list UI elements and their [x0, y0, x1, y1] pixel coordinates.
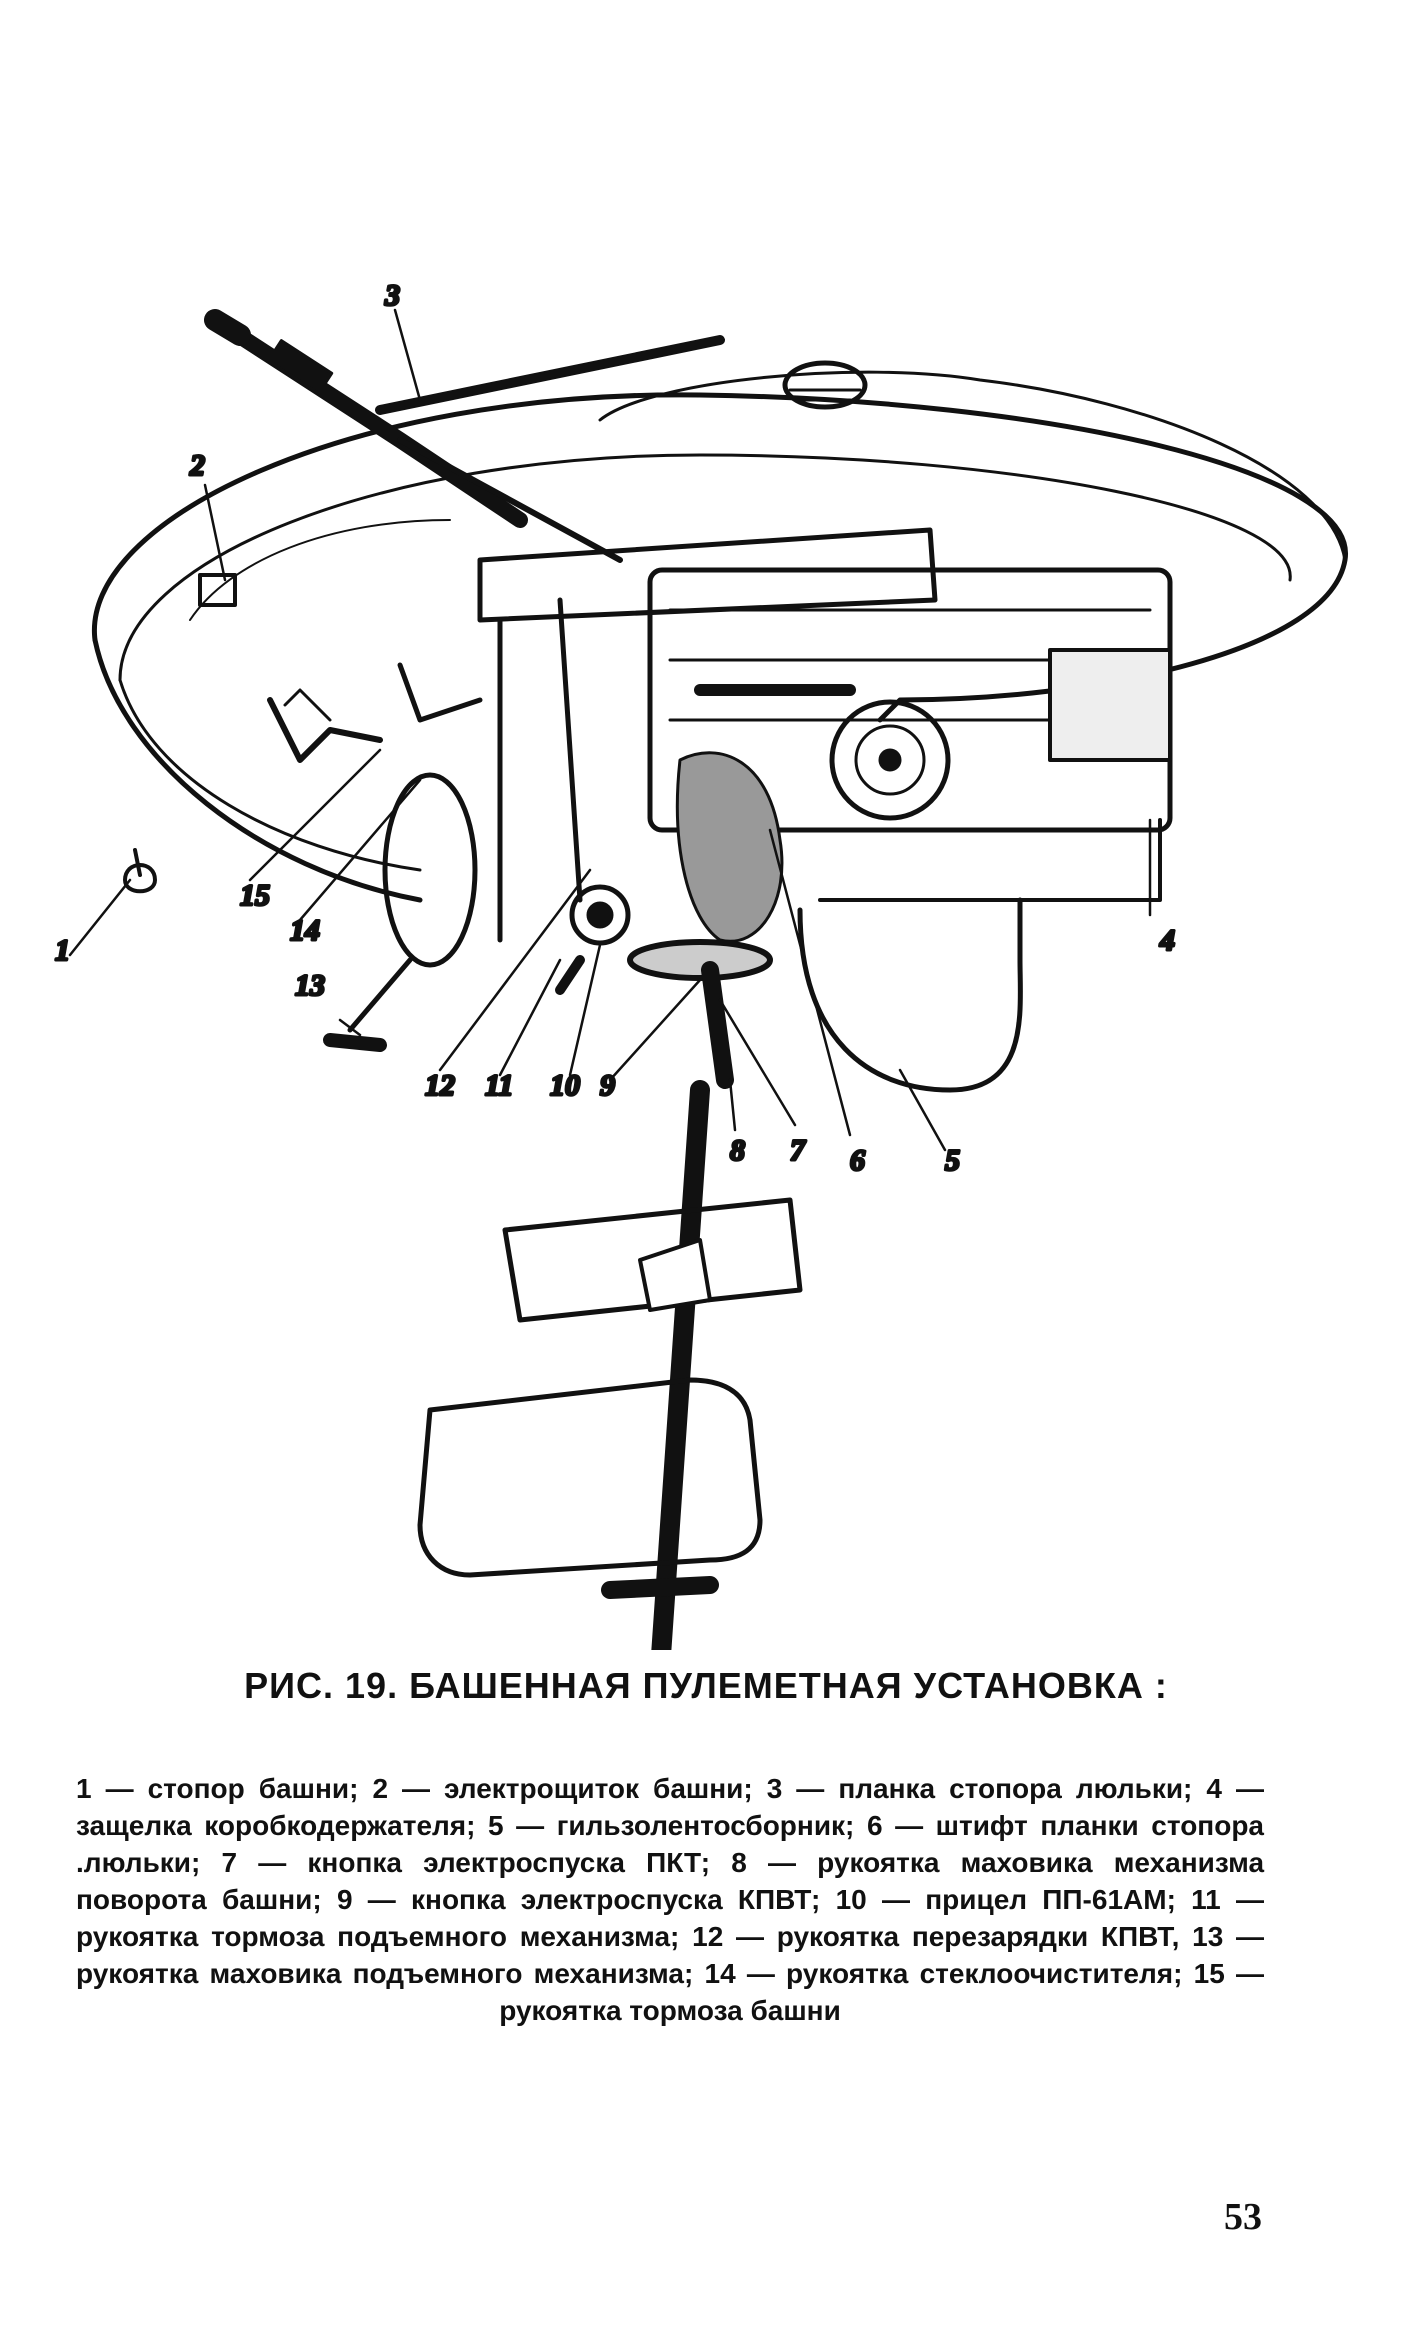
turret-lock	[123, 848, 157, 894]
gun-receiver	[477, 527, 1173, 943]
electric-panel	[198, 573, 237, 607]
traverse-handle	[701, 961, 734, 1089]
legend-item: 2 — электрощиток башни;	[372, 1773, 753, 1804]
casing-collector	[797, 897, 1023, 1093]
label-2: 2	[189, 449, 205, 482]
legend-item: 11 — рукоятка тормоза подъемного механиз…	[76, 1884, 1265, 1952]
turret-mg-illustration: 1 2 3 4 5 6 7 8 9 10 11 12 13 14 15	[54, 278, 1348, 1650]
vision-block	[782, 360, 868, 410]
figure-legend: 1 — стопор башни; 2 — электрощиток башни…	[76, 1770, 1264, 2029]
leader-lines	[68, 308, 1152, 1152]
wiper-handle	[397, 662, 483, 723]
label-4: 4	[1159, 924, 1175, 957]
legend-item: 10 — прицел ПП-61АМ;	[835, 1884, 1176, 1915]
legend-item: 13 — рукоятка маховика подъемного механи…	[76, 1921, 1265, 1989]
legend-item: 8 — рукоятка маховика механизма поворота…	[76, 1847, 1265, 1915]
elevation-handle	[323, 1033, 387, 1052]
label-9: 9	[600, 1069, 615, 1102]
legend-item: 14 — рукоятка стеклоочистителя;	[704, 1958, 1183, 1989]
label-15: 15	[240, 879, 270, 912]
label-5: 5	[945, 1144, 960, 1177]
label-3: 3	[384, 279, 400, 312]
legend-item: 9 — кнопка электроспуска КПВТ;	[336, 1884, 821, 1915]
cradle-stop-bar	[375, 335, 725, 415]
mantlet	[675, 751, 784, 943]
label-13: 13	[295, 969, 325, 1002]
label-8: 8	[730, 1134, 745, 1167]
legend-item: 15 — рукоятка тормоза башни	[499, 1958, 1265, 2026]
label-10: 10	[550, 1069, 580, 1102]
turret-brake-handle	[267, 697, 383, 763]
legend-item: 5 — гильзолентосборник;	[488, 1810, 855, 1841]
label-7: 7	[790, 1134, 806, 1167]
legend-item: 6 — штифт планки стопора .люльки;	[76, 1810, 1265, 1878]
label-14: 14	[290, 914, 320, 947]
legend-item: 4 — защелка коробкодержателя;	[76, 1773, 1264, 1841]
label-12: 12	[425, 1069, 455, 1102]
turret-ring	[91, 370, 1348, 903]
legend-item: 1 — стопор башни;	[76, 1773, 359, 1804]
traverse-handwheel	[627, 939, 773, 981]
legend-item: 7 — кнопка электроспуска ПКТ;	[221, 1847, 711, 1878]
sight	[569, 884, 631, 946]
gunner-seat	[417, 1080, 803, 1650]
label-11: 11	[485, 1069, 513, 1102]
label-6: 6	[850, 1144, 865, 1177]
figure-caption-title: РИС. 19. БАШЕННАЯ ПУЛЕМЕТНАЯ УСТАНОВКА :	[244, 1665, 1168, 1706]
label-1: 1	[55, 934, 70, 967]
machine-gun-barrel	[204, 309, 623, 563]
legend-item: 12 — рукоятка перезарядки КПВТ,	[692, 1921, 1180, 1952]
page-number: 53	[1224, 2196, 1262, 2238]
elevation-handwheel	[382, 772, 478, 968]
legend-item: 3 — планка стопора люльки;	[766, 1773, 1193, 1804]
